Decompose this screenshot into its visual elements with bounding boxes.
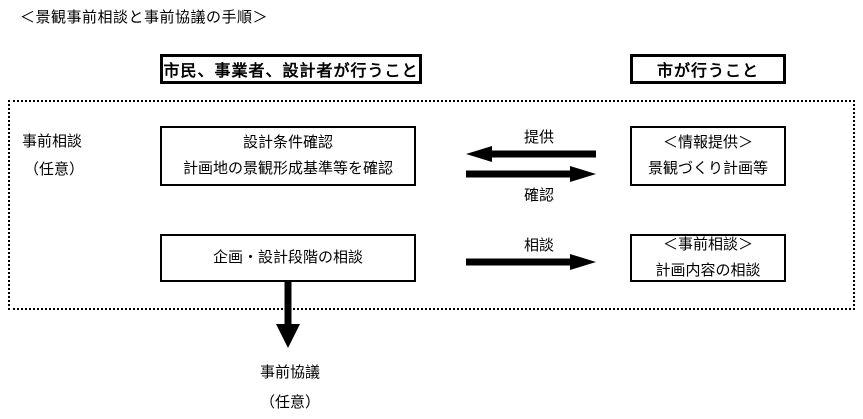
header-citizen-side-label: 市民、事業者、設計者が行うこと <box>163 63 419 80</box>
box-design-condition: 設計条件確認 計画地の景観形成基準等を確認 <box>160 126 416 186</box>
header-city-side: 市が行うこと <box>630 54 786 84</box>
box-prior-consultation: ＜事前相談＞ 計画内容の相談 <box>630 234 786 282</box>
box-information-provision-line1: ＜情報提供＞ <box>662 134 753 151</box>
bottom-terminal-label: 事前協議 （任意） <box>210 358 370 418</box>
stage-label: 事前相談 （任意） <box>22 128 84 184</box>
header-city-side-label: 市が行うこと <box>656 63 759 80</box>
arrow-label-consult: 相談 <box>523 237 554 254</box>
bottom-terminal-line2: （任意） <box>259 394 320 411</box>
box-design-condition-line2: 計画地の景観形成基準等を確認 <box>182 160 393 177</box>
arrow-right-confirm-icon <box>466 166 596 182</box>
box-planning-consultation: 企画・設計段階の相談 <box>160 234 416 282</box>
box-information-provision-line2: 景観づくり計画等 <box>647 160 768 177</box>
box-design-condition-line1: 設計条件確認 <box>242 134 333 151</box>
arrow-down-to-pre-agreement-icon <box>276 282 300 348</box>
arrow-label-confirm: 確認 <box>523 187 554 204</box>
arrow-right-consult-icon <box>466 254 596 270</box>
header-citizen-side: 市民、事業者、設計者が行うこと <box>160 54 422 84</box>
box-prior-consultation-line2: 計画内容の相談 <box>655 262 761 279</box>
stage-region-prior-consultation <box>8 100 855 310</box>
page-title: ＜景観事前相談と事前協議の手順＞ <box>20 9 269 26</box>
box-information-provision: ＜情報提供＞ 景観づくり計画等 <box>630 126 786 186</box>
box-planning-consultation-line1: 企画・設計段階の相談 <box>212 249 363 266</box>
stage-label-qualifier: （任意） <box>24 161 85 178</box>
stage-label-name: 事前相談 <box>22 133 83 150</box>
box-prior-consultation-line1: ＜事前相談＞ <box>662 236 753 253</box>
arrow-left-provide-icon <box>466 146 596 162</box>
arrow-label-provide: 提供 <box>523 129 554 146</box>
bottom-terminal-line1: 事前協議 <box>259 364 320 381</box>
